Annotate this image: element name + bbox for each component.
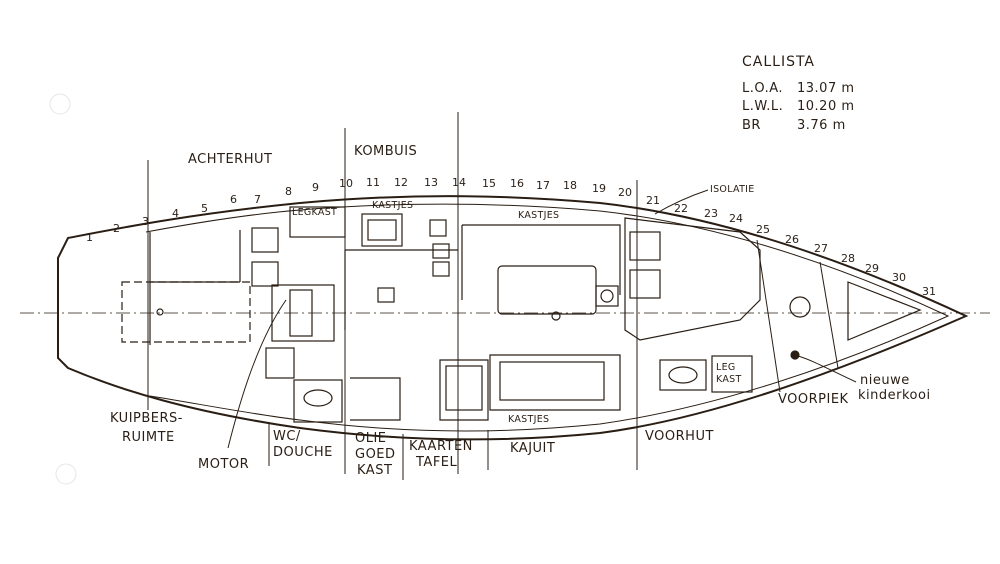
- label-olie-1: OLIE: [355, 431, 387, 446]
- station-29: 29: [865, 262, 879, 275]
- label-kastjes-bottom: KASTJES: [508, 414, 549, 425]
- station-9: 9: [312, 181, 319, 194]
- label-kastjes-galley: KASTJES: [372, 200, 413, 211]
- label-voorpiek: VOORPIEK: [778, 392, 849, 407]
- station-27: 27: [814, 242, 828, 255]
- label-kinderkooi-1: nieuwe: [860, 373, 910, 388]
- station-22: 22: [674, 202, 688, 215]
- spec-label-loa: L.O.A.: [742, 81, 783, 96]
- station-17: 17: [536, 179, 550, 192]
- station-11: 11: [366, 176, 380, 189]
- label-achterhut: ACHTERHUT: [188, 152, 272, 167]
- station-28: 28: [841, 252, 855, 265]
- station-31: 31: [922, 285, 936, 298]
- station-2: 2: [113, 222, 120, 235]
- interior-layout: [121, 206, 922, 423]
- station-7: 7: [254, 193, 261, 206]
- spec-label-lwl: L.W.L.: [742, 99, 783, 114]
- label-kuipersruimte-1: KUIPBERS-: [110, 411, 183, 426]
- punch-holes: [49, 93, 77, 485]
- station-20: 20: [618, 186, 632, 199]
- station-18: 18: [563, 179, 577, 192]
- label-olie-2: GOED: [355, 447, 396, 462]
- label-isolatie: ISOLATIE: [710, 184, 755, 195]
- station-14: 14: [452, 176, 466, 189]
- label-kombuis: KOMBUIS: [354, 144, 417, 159]
- station-1: 1: [86, 231, 93, 244]
- station-6: 6: [230, 193, 237, 206]
- station-16: 16: [510, 177, 524, 190]
- label-voorhut: VOORHUT: [645, 429, 714, 444]
- station-15: 15: [482, 177, 496, 190]
- label-wc-1: WC/: [273, 429, 301, 444]
- label-kajuit: KAJUIT: [510, 441, 555, 456]
- label-motor: MOTOR: [198, 457, 249, 472]
- station-21: 21: [646, 194, 660, 207]
- station-3: 3: [142, 215, 149, 228]
- station-25: 25: [756, 223, 770, 236]
- station-numbers: 1 2 3 4 5 6 7 8 9 10 11 12 13 14 15 16 1…: [86, 176, 936, 298]
- spec-label-br: BR: [742, 118, 761, 133]
- boat-name: CALLISTA: [742, 54, 815, 70]
- label-legkast-fwd-2: KAST: [716, 374, 742, 385]
- hull-outline: [57, 195, 969, 441]
- label-kinderkooi-2: kinderkooi: [858, 388, 931, 403]
- spec-value-br: 3.76 m: [797, 118, 846, 133]
- label-kaarten-2: TAFEL: [415, 455, 458, 470]
- station-5: 5: [201, 202, 208, 215]
- label-olie-3: KAST: [357, 463, 392, 478]
- section-dividers: [147, 112, 839, 480]
- station-19: 19: [592, 182, 606, 195]
- label-kastjes-top: KASTJES: [518, 210, 559, 221]
- station-13: 13: [424, 176, 438, 189]
- station-10: 10: [339, 177, 353, 190]
- spec-value-lwl: 10.20 m: [797, 99, 855, 114]
- station-24: 24: [729, 212, 743, 225]
- station-26: 26: [785, 233, 799, 246]
- station-12: 12: [394, 176, 408, 189]
- station-8: 8: [285, 185, 292, 198]
- station-4: 4: [172, 207, 179, 220]
- label-kaarten-1: KAARTEN: [409, 439, 473, 454]
- label-legkast-top: LEGKAST: [292, 207, 337, 218]
- spec-value-loa: 13.07 m: [797, 81, 855, 96]
- station-23: 23: [704, 207, 718, 220]
- label-kuipersruimte-2: RUIMTE: [122, 430, 175, 445]
- leader-lines: [227, 189, 857, 449]
- label-wc-2: DOUCHE: [273, 445, 333, 460]
- label-legkast-fwd-1: LEG: [716, 362, 736, 373]
- title-block: CALLISTA L.O.A. 13.07 m L.W.L. 10.20 m B…: [742, 54, 855, 133]
- compartment-labels: ACHTERHUT KOMBUIS ISOLATIE LEGKAST KASTJ…: [110, 144, 931, 478]
- station-30: 30: [892, 271, 906, 284]
